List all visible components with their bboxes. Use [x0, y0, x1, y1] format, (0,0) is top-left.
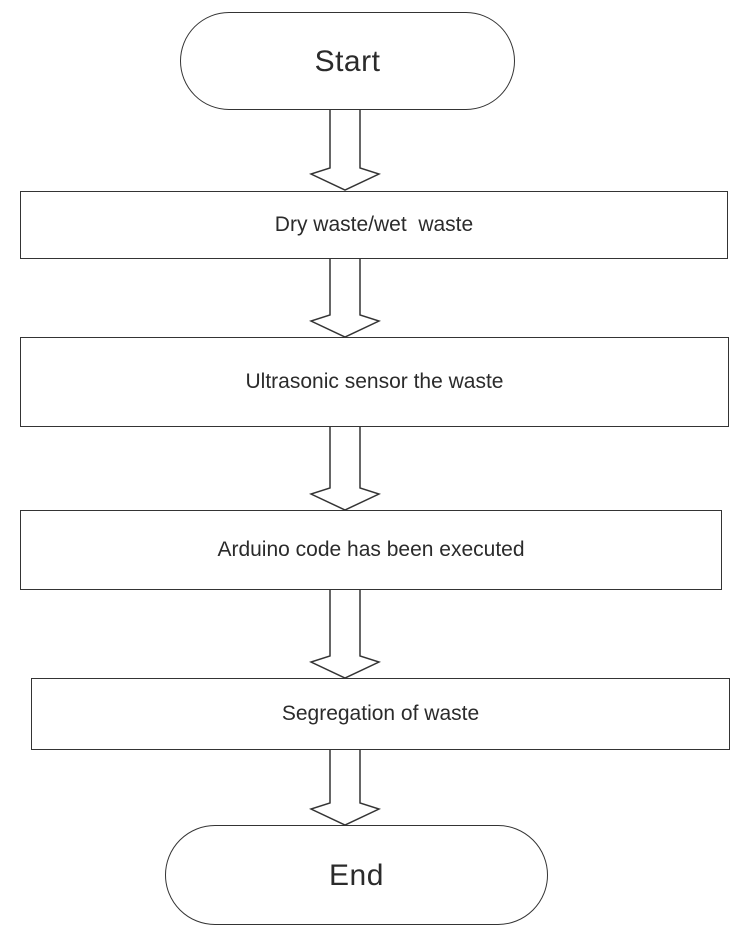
down-arrow-connector-process3-to-process4 [309, 590, 381, 679]
node-process4-label: Segregation of waste [281, 702, 480, 726]
node-process3-label: Arduino code has been executed [217, 538, 525, 562]
flowchart-node-end: End [165, 825, 548, 925]
down-arrow-connector-process1-to-process2 [309, 259, 381, 338]
node-start-label: Start [314, 44, 381, 78]
flowchart-node-segregation: Segregation of waste [31, 678, 730, 750]
node-process1-label: Dry waste/wet waste [274, 213, 474, 237]
flowchart-node-dry-wet-waste: Dry waste/wet waste [20, 191, 728, 259]
flowchart-node-arduino-code: Arduino code has been executed [20, 510, 722, 590]
down-arrow-connector-start-to-process1 [309, 110, 381, 191]
flowchart-node-start: Start [180, 12, 515, 110]
node-process2-label: Ultrasonic sensor the waste [245, 370, 504, 394]
down-arrow-connector-process4-to-end [309, 750, 381, 826]
down-arrow-connector-process2-to-process3 [309, 427, 381, 511]
node-end-label: End [329, 858, 384, 892]
flowchart-node-ultrasonic-sensor: Ultrasonic sensor the waste [20, 337, 729, 427]
